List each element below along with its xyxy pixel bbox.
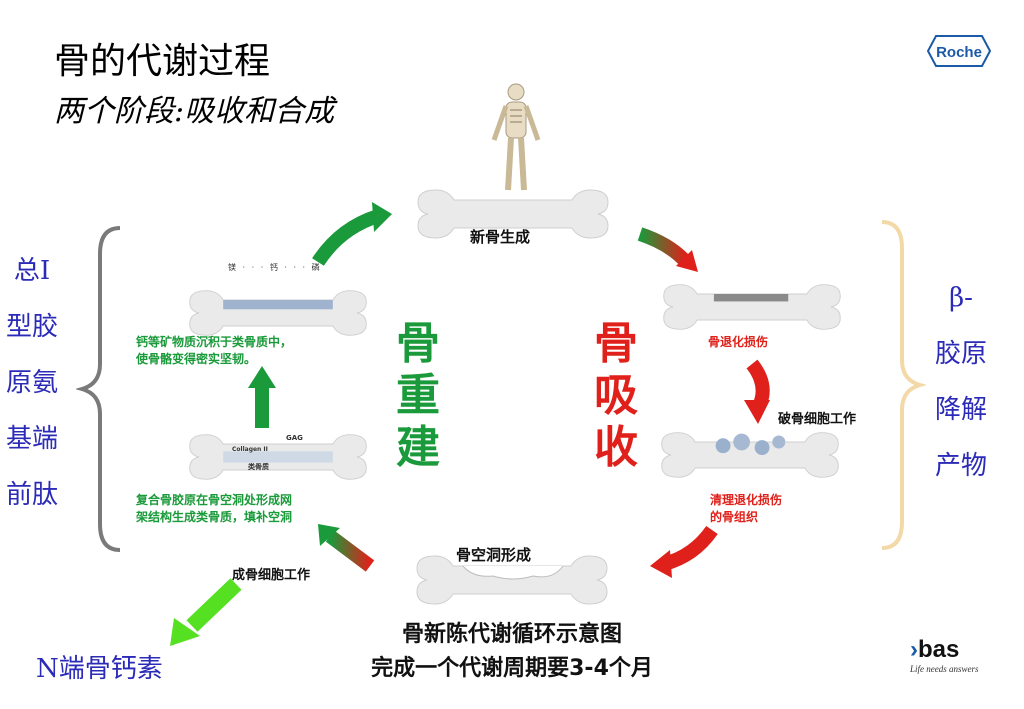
center-right-char: 吸 bbox=[594, 370, 638, 421]
left-marker-line: 原氨 bbox=[5, 368, 58, 398]
arrow-to-osteocalcin bbox=[186, 578, 242, 632]
arrow-up-left bbox=[325, 530, 375, 572]
arrow-down-right-head bbox=[676, 250, 698, 272]
stage-left-2-line: 使骨骼变得密实坚韧。 bbox=[136, 352, 257, 366]
bottom-left-marker: N端骨钙素 bbox=[36, 654, 163, 684]
stage-left-2-line: 钙等矿物质沉积于类骨质中， bbox=[136, 335, 293, 349]
stage-bottom-left-label: 成骨细胞工作 bbox=[232, 568, 311, 583]
arrow-down-left-head bbox=[650, 550, 672, 578]
center-left-char: 骨 bbox=[396, 318, 440, 369]
stage-left-2-label: 钙等矿物质沉积于类骨质中， 使骨骼变得密实坚韧。 bbox=[136, 334, 292, 368]
arrow-to-osteocalcin-head bbox=[170, 618, 200, 646]
bone-left-2 bbox=[189, 290, 367, 336]
stage-left-1-line: 架结构生成类骨质，填补空洞 bbox=[136, 510, 293, 524]
tag-osteoid: 类骨质 bbox=[248, 463, 269, 471]
stage-left-1-label: 复合骨胶原在骨空洞处形成网 架结构生成类骨质，填补空洞 bbox=[136, 492, 292, 526]
bone-bottom bbox=[416, 555, 608, 605]
arrow-right-down bbox=[746, 359, 770, 407]
caption-line: 完成一个代谢周期要3-4个月 bbox=[371, 656, 653, 681]
left-marker-line: 总Ⅰ bbox=[13, 256, 51, 286]
mineral-label: 镁 bbox=[228, 263, 238, 272]
bone-top bbox=[417, 189, 609, 239]
center-left-label: 骨 重 建 bbox=[392, 318, 444, 474]
mineral-dots: 镁 · · · 钙 · · · 磷 bbox=[228, 263, 322, 272]
stage-right-2-label: 破骨细胞工作 bbox=[778, 412, 857, 427]
right-marker-line: 胶原 bbox=[934, 339, 987, 369]
bone-left-1 bbox=[189, 434, 367, 480]
left-brace bbox=[76, 226, 121, 552]
roche-logo: Roche bbox=[926, 35, 992, 67]
stage-right-3-line: 的骨组织 bbox=[710, 510, 759, 524]
ibas-logo-text: bas bbox=[918, 636, 960, 663]
arrow-up-right bbox=[312, 209, 381, 266]
svg-text:Roche: Roche bbox=[936, 44, 982, 61]
right-marker-line: 降解 bbox=[934, 395, 987, 425]
ibas-tagline: Life needs answers bbox=[910, 664, 979, 674]
center-right-char: 收 bbox=[594, 422, 638, 473]
right-marker-line: 产物 bbox=[934, 451, 987, 481]
stage-left-1-line: 复合骨胶原在骨空洞处形成网 bbox=[136, 493, 293, 507]
center-left-char: 建 bbox=[396, 422, 440, 473]
left-marker-line: 前肽 bbox=[5, 480, 58, 510]
right-brace bbox=[881, 220, 926, 550]
bone-right-2 bbox=[661, 432, 839, 478]
page-subtitle: 两个阶段:吸收和合成 bbox=[54, 94, 335, 129]
arrow-down-right bbox=[637, 227, 692, 267]
left-marker: 总Ⅰ 型胶 原氨 基端 前肽 bbox=[4, 243, 60, 523]
arrow-up-left-head bbox=[318, 524, 340, 546]
stage-right-3-label: 清理退化损伤 的骨组织 bbox=[710, 492, 782, 526]
arrow-left-up-head bbox=[248, 366, 276, 388]
center-left-char: 重 bbox=[396, 370, 440, 421]
skeleton-figure bbox=[491, 83, 541, 191]
mineral-label: 磷 bbox=[311, 263, 322, 272]
arrow-down-left bbox=[661, 525, 718, 571]
tag-gag: GAG bbox=[286, 434, 303, 442]
diagram-caption: 骨新陈代谢循环示意图 完成一个代谢周期要3-4个月 bbox=[302, 618, 722, 686]
tag-collagen: Collagen II bbox=[232, 446, 268, 453]
left-marker-line: 型胶 bbox=[5, 312, 58, 342]
caption-line: 骨新陈代谢循环示意图 bbox=[401, 622, 622, 647]
right-marker: β- 胶原 降解 产物 bbox=[928, 270, 994, 494]
stage-bottom-label: 骨空洞形成 bbox=[456, 546, 532, 564]
center-right-label: 骨 吸 收 bbox=[590, 318, 642, 474]
bone-right-1 bbox=[663, 284, 841, 330]
left-marker-line: 基端 bbox=[5, 424, 58, 454]
arrow-up-right-head bbox=[372, 202, 392, 232]
mineral-label: 钙 bbox=[269, 263, 280, 272]
right-marker-line: β- bbox=[949, 283, 973, 313]
ibas-logo: ›bas Life needs answers bbox=[910, 636, 979, 674]
arrow-right-down-head bbox=[744, 400, 770, 424]
stage-right-3-line: 清理退化损伤 bbox=[710, 493, 783, 507]
stage-right-1-label: 骨退化损伤 bbox=[708, 335, 769, 349]
center-right-char: 骨 bbox=[594, 318, 638, 369]
page-title: 骨的代谢过程 bbox=[54, 41, 271, 82]
stage-top-label: 新骨生成 bbox=[470, 228, 531, 246]
